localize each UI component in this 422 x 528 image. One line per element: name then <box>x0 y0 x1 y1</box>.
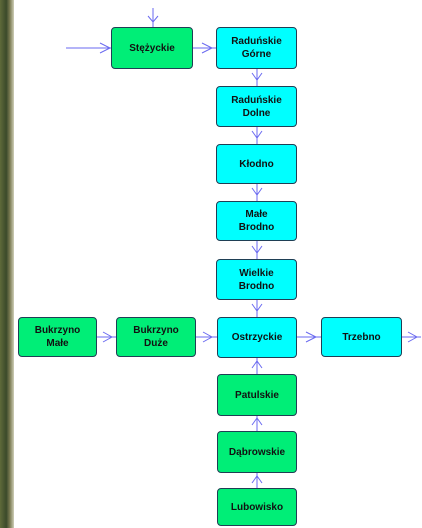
lake-label-lubowisko: Lubowisko <box>230 501 284 513</box>
arrowhead-patulskie-ostrzyckie <box>251 360 263 369</box>
lake-node-radunskie-gorne: Raduńskie Górne <box>216 27 297 69</box>
arrowhead-trzebno-out <box>407 331 419 343</box>
arrowhead-stezyckie-radunskie-gorne <box>201 42 214 54</box>
lake-node-bukrzyno-male: Bukrzyno Małe <box>18 317 97 357</box>
arrowhead-dabrowskie-patulskie <box>251 417 263 426</box>
lake-label-ostrzyckie: Ostrzyckie <box>231 332 283 343</box>
arrowhead-bukrzyno-duze-ostrzyckie <box>202 331 214 343</box>
lake-node-ostrzyckie: Ostrzyckie <box>217 317 297 358</box>
lake-node-bukrzyno-duze: Bukrzyno Duże <box>116 317 196 357</box>
lake-label-radunskie-dolne: Raduńskie Dolne <box>231 94 282 119</box>
arrowhead-gorne-dolne <box>251 72 263 81</box>
lake-label-bukrzyno-duze: Bukrzyno Duże <box>133 325 179 349</box>
arrowhead-in-left-stezyckie <box>99 42 112 54</box>
lake-label-male-brodno: Małe Brodno <box>238 209 275 233</box>
lake-node-male-brodno: Małe Brodno <box>216 201 297 241</box>
left-photo-edge <box>0 0 14 528</box>
lake-label-patulskie: Patulskie <box>235 389 279 401</box>
lake-node-trzebno: Trzebno <box>321 317 402 357</box>
arrowhead-male-wielkie-brodno <box>251 245 263 254</box>
arrowhead-in-top-stezyckie <box>147 15 159 23</box>
arrowhead-dolne-klodno <box>251 130 263 139</box>
lake-node-klodno: Kłodno <box>216 144 297 184</box>
lake-label-klodno: Kłodno <box>239 158 274 170</box>
lake-label-radunskie-gorne: Raduńskie Górne <box>231 36 282 60</box>
lake-label-bukrzyno-male: Bukrzyno Małe <box>34 325 81 349</box>
arrowhead-bukrzyno-male-duze <box>102 331 114 343</box>
lake-label-trzebno: Trzebno <box>342 331 381 343</box>
lake-node-patulskie: Patulskie <box>217 374 297 416</box>
arrowhead-klodno-male-brodno <box>251 187 263 196</box>
lake-label-stezyckie: Stężyckie <box>129 42 175 54</box>
lake-node-dabrowskie: Dąbrowskie <box>217 431 297 473</box>
lake-label-dabrowskie: Dąbrowskie <box>228 446 286 458</box>
lake-node-radunskie-dolne: Raduńskie Dolne <box>216 86 297 127</box>
lake-node-lubowisko: Lubowisko <box>217 488 297 526</box>
lake-label-wielkie-brodno: Wielkie Brodno <box>238 267 275 292</box>
lake-node-wielkie-brodno: Wielkie Brodno <box>216 259 297 300</box>
arrowhead-wielkie-brodno-ostrzyckie <box>251 303 263 312</box>
arrowhead-lubowisko-dabrowskie <box>251 475 263 484</box>
arrowhead-ostrzyckie-trzebno <box>305 331 318 343</box>
lake-node-stezyckie: Stężyckie <box>111 27 193 69</box>
